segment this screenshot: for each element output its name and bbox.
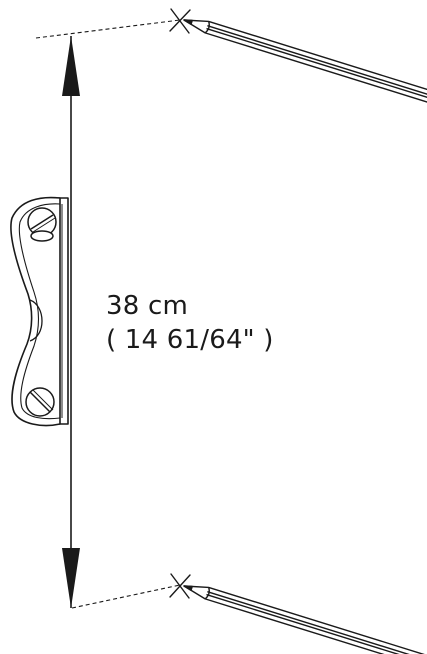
screw-icon — [27, 207, 57, 242]
reference-line-top — [35, 19, 181, 39]
mark-x-icon — [169, 8, 191, 34]
measurement-label: 38 cm ( 14 61/64" ) — [106, 289, 274, 357]
pencil-icon — [183, 19, 427, 104]
measurement-imperial: ( 14 61/64" ) — [106, 325, 274, 355]
wall-bracket-icon — [10, 196, 69, 427]
reference-line-bottom — [71, 584, 181, 609]
screw-icon — [25, 387, 55, 417]
pencil-icon — [183, 585, 427, 654]
arrow-down-icon — [62, 548, 80, 608]
measurement-metric: 38 cm — [106, 291, 188, 321]
mark-x-icon — [169, 573, 191, 599]
arrow-up-icon — [62, 36, 80, 96]
